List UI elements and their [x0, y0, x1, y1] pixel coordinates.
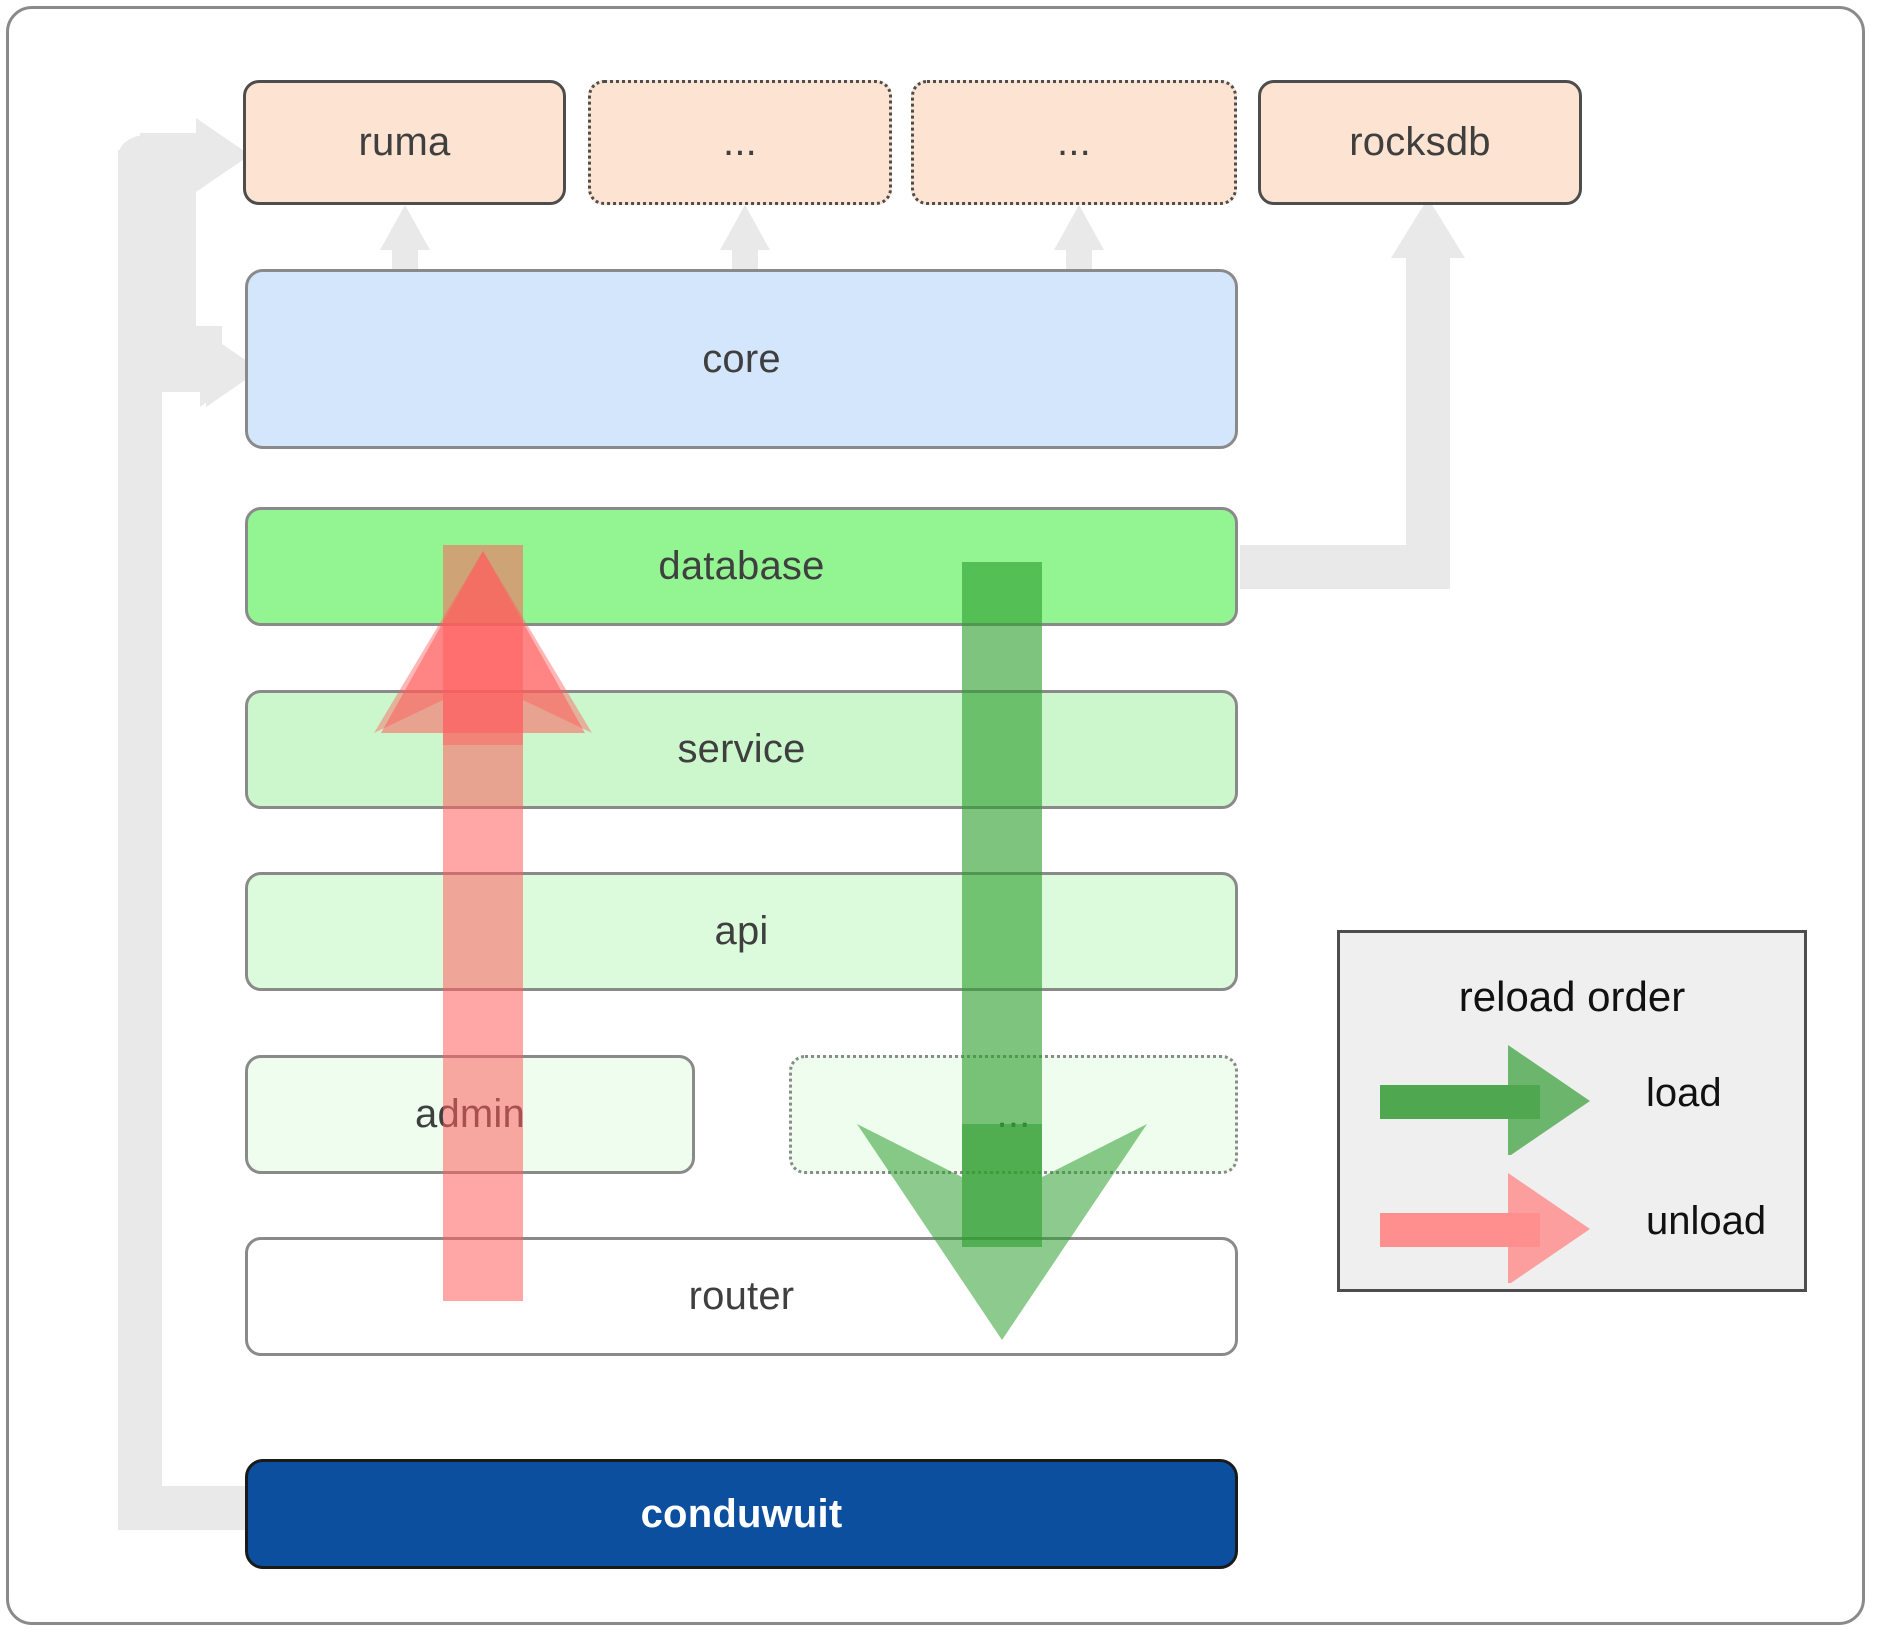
legend-label-load: load — [1646, 1071, 1722, 1115]
external-box-label: rocksdb — [1349, 120, 1491, 164]
legend-row-unload: unload — [1378, 1173, 1798, 1283]
legend-row-load: load — [1378, 1045, 1798, 1155]
legend-panel: reload order load unload — [1337, 930, 1807, 1292]
layer-label: service — [677, 727, 806, 771]
root-box-conduwuit[interactable]: conduwuit — [245, 1459, 1238, 1569]
legend-title: reload order — [1458, 973, 1686, 1020]
layer-label: core — [702, 336, 781, 381]
layer-box-admin[interactable]: admin — [245, 1055, 695, 1174]
layer-box-api[interactable]: api — [245, 872, 1238, 991]
external-box-ellipsis-2[interactable]: ... — [911, 80, 1237, 205]
layer-label: database — [658, 544, 825, 588]
external-box-label: ruma — [358, 120, 451, 164]
legend-label-unload: unload — [1646, 1199, 1767, 1243]
unload-arrow-icon — [1380, 1173, 1590, 1283]
load-arrow-icon — [1380, 1045, 1590, 1155]
layer-box-service[interactable]: service — [245, 690, 1238, 809]
external-box-ellipsis-1[interactable]: ... — [588, 80, 892, 205]
root-label: conduwuit — [640, 1491, 843, 1536]
layer-label: ... — [996, 1092, 1031, 1136]
external-box-rocksdb[interactable]: rocksdb — [1258, 80, 1582, 205]
layer-box-core[interactable]: core — [245, 269, 1238, 449]
layer-box-router[interactable]: router — [245, 1237, 1238, 1356]
external-box-ruma[interactable]: ruma — [243, 80, 566, 205]
layer-label: router — [688, 1274, 795, 1318]
layer-box-database[interactable]: database — [245, 507, 1238, 626]
layer-label: admin — [415, 1092, 525, 1136]
layer-label: api — [714, 909, 769, 953]
layer-box-ellipsis[interactable]: ... — [789, 1055, 1238, 1174]
external-box-label: ... — [723, 120, 757, 164]
external-box-label: ... — [1057, 120, 1091, 164]
